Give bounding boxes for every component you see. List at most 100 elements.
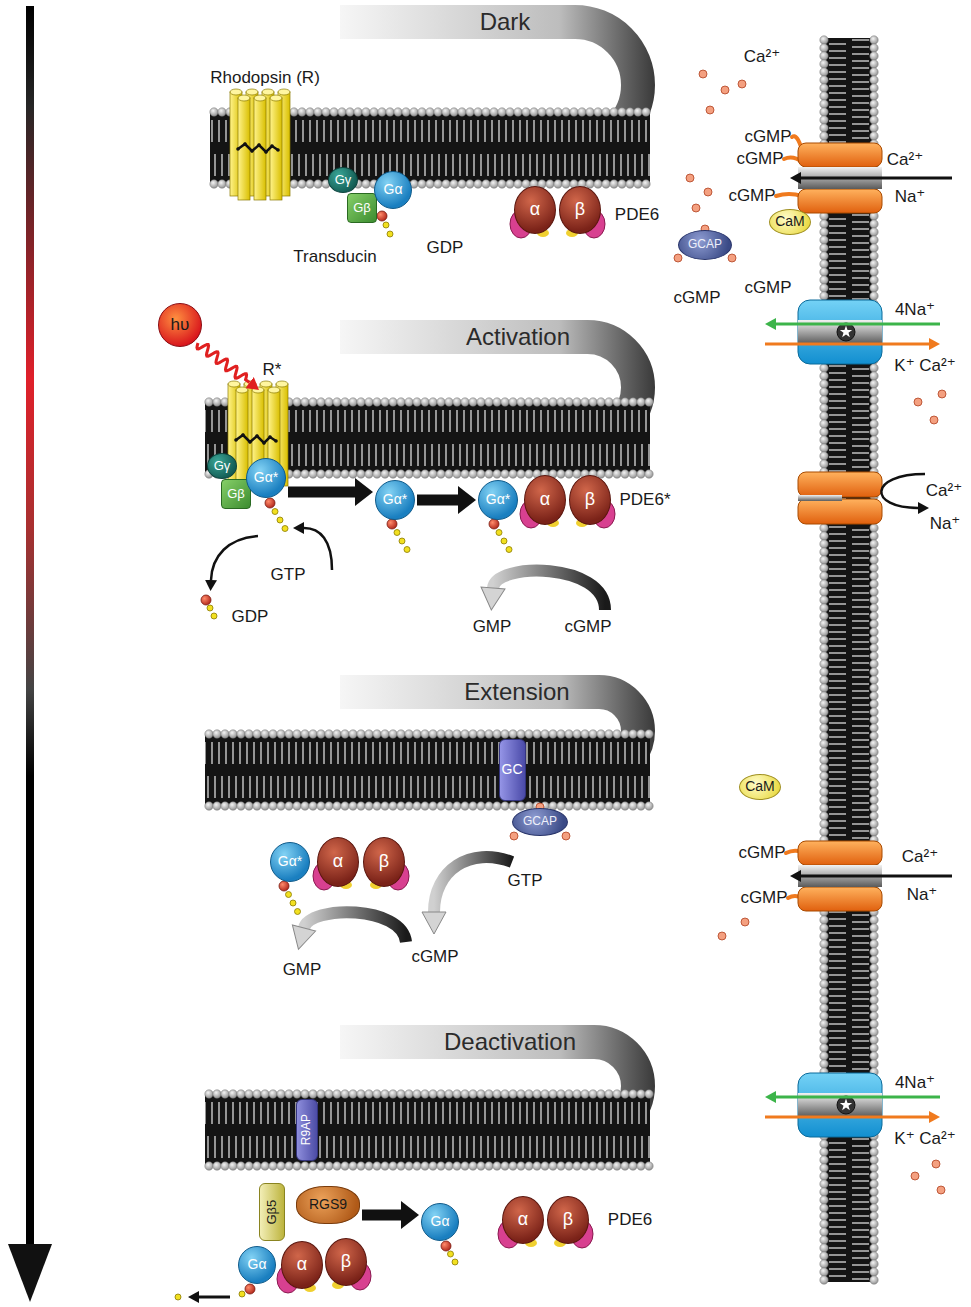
lipid-head — [277, 730, 285, 738]
lipid-head — [445, 730, 453, 738]
lipid-head — [413, 1090, 421, 1098]
lipid-head — [461, 470, 469, 478]
lipid-head — [314, 108, 322, 116]
lipid-head — [870, 1036, 878, 1044]
lipid-head — [245, 730, 253, 738]
lipid-head — [365, 398, 373, 406]
retinal-atom — [264, 150, 268, 154]
calmodulin: CaM — [769, 209, 811, 235]
lipid-head — [501, 1090, 509, 1098]
lipid-head — [870, 1228, 878, 1236]
lipid-head — [530, 108, 538, 116]
guanylate-cyclase: GC — [499, 739, 526, 801]
node-text: β — [341, 1252, 351, 1272]
lipid-head — [820, 716, 828, 724]
lipid-head — [870, 1012, 878, 1020]
lipid-head — [820, 284, 828, 292]
lipid-head — [870, 460, 878, 468]
lipid-head — [820, 364, 828, 372]
lipid-head — [820, 1196, 828, 1204]
lipid-head — [413, 470, 421, 478]
lipid-head — [229, 1090, 237, 1098]
lipid-head — [820, 668, 828, 676]
lipid-head — [870, 708, 878, 716]
node-text: CaM — [775, 214, 805, 229]
lipid-head — [870, 980, 878, 988]
channel-subunit — [798, 841, 882, 865]
lipid-head — [645, 802, 653, 810]
lipid-head — [870, 1252, 878, 1260]
calcium-ion — [692, 204, 700, 212]
lipid-head — [870, 964, 878, 972]
exchanger-star — [840, 326, 852, 338]
node-text: β — [563, 1210, 573, 1230]
nucleotide — [489, 519, 512, 553]
annotation-label: PDE6 — [608, 1211, 652, 1230]
lipid-head — [490, 108, 498, 116]
lipid-head — [820, 732, 828, 740]
lipid-head — [589, 1162, 597, 1170]
lipid-head — [210, 180, 218, 188]
lipid-head — [501, 398, 509, 406]
reaction-arrow — [434, 857, 512, 912]
calcium-ion — [930, 416, 938, 424]
lipid-head — [870, 804, 878, 812]
node-text: Gα — [431, 1214, 450, 1229]
lipid-head — [461, 1162, 469, 1170]
lipid-head — [613, 1090, 621, 1098]
lipid-head — [589, 802, 597, 810]
calcium-ion — [674, 254, 682, 262]
lipid-head — [309, 1090, 317, 1098]
lipid-head — [365, 802, 373, 810]
lipid-head — [458, 108, 466, 116]
lipid-head — [293, 470, 301, 478]
lipid-head — [429, 470, 437, 478]
lipid-head — [437, 470, 445, 478]
lipid-head — [434, 108, 442, 116]
pde6-subunit: α — [514, 186, 556, 234]
lipid-head — [870, 1164, 878, 1172]
lipid-head — [565, 1162, 573, 1170]
lipid-head — [820, 700, 828, 708]
lipid-head — [820, 988, 828, 996]
lipid-head — [341, 1090, 349, 1098]
lipid-head — [870, 636, 878, 644]
node-text: R9AP — [300, 1114, 313, 1145]
lipid-head — [870, 604, 878, 612]
channel-subunit — [798, 143, 882, 167]
lipid-head — [870, 380, 878, 388]
lipid-head — [333, 802, 341, 810]
annotation-label: Na⁺ — [895, 188, 926, 207]
lipid-head — [357, 730, 365, 738]
lipid-head — [820, 52, 828, 60]
helix-top — [246, 89, 258, 95]
lipid-head — [354, 108, 362, 116]
lipid-head — [397, 802, 405, 810]
lipid-head — [277, 1090, 285, 1098]
lipid-head — [293, 398, 301, 406]
nucleotide — [279, 881, 301, 915]
lipid-head — [870, 1204, 878, 1212]
lipid-head — [820, 436, 828, 444]
lipid-head — [210, 108, 218, 116]
g-beta-subunit: Gβ — [347, 193, 377, 223]
lipid-head — [626, 180, 634, 188]
lipid-head — [870, 524, 878, 532]
pde6-subunit: β — [569, 475, 611, 525]
lipid-head — [626, 108, 634, 116]
lipid-head — [645, 730, 653, 738]
lipid-head — [820, 612, 828, 620]
lipid-head — [621, 470, 629, 478]
helix-top — [230, 89, 242, 95]
lipid-head — [261, 802, 269, 810]
guanosine — [279, 881, 289, 891]
retinal-atom — [276, 148, 280, 152]
lipid-head — [325, 470, 333, 478]
lipid-head — [469, 1090, 477, 1098]
sodium-arrow — [776, 323, 940, 326]
lipid-head — [421, 398, 429, 406]
lipid-head — [870, 396, 878, 404]
annotation-label: cGMP — [744, 128, 791, 147]
lipid-head — [629, 1162, 637, 1170]
lipid-head — [820, 84, 828, 92]
